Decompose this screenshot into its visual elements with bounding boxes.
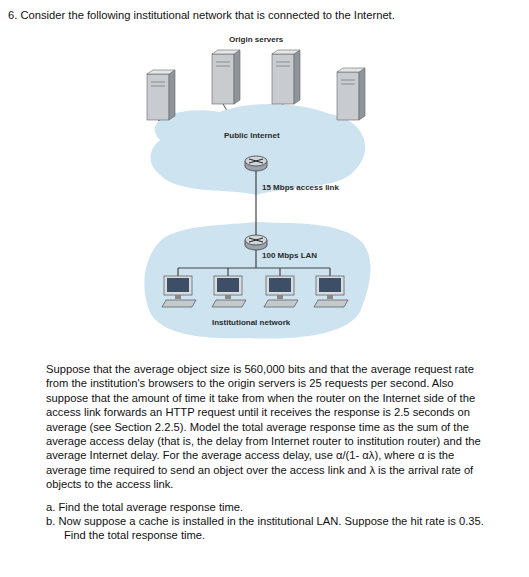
router-top [245,156,267,166]
body-paragraph: Suppose that the average object size is … [46,362,484,492]
question-item: b. Now suppose a cache is installed in t… [46,514,484,543]
group-label: Origin servers [229,35,283,44]
server-symbol [272,50,300,104]
server-front [212,54,234,104]
stand [277,295,283,299]
link-stub [255,222,256,236]
server-top [337,68,365,72]
lan-bus [178,268,330,276]
lan-drop [177,268,178,276]
router-mark [249,238,263,242]
server-front [337,72,359,120]
lan-stub [255,250,256,268]
text-column: Suppose that the average object size is … [46,362,484,543]
monitor [164,276,192,295]
router-mark [249,238,263,242]
router-top [245,235,267,245]
screen [269,278,291,292]
router-mark [249,159,263,163]
router-stubs [255,171,256,268]
keyboard [212,300,246,307]
link-stub [255,171,256,195]
lan-drop [329,268,330,276]
router-symbol [245,156,267,171]
monitor [266,276,294,295]
region-shape [144,222,370,339]
server-side [294,50,300,104]
region-shape [151,104,366,195]
server-slot [341,80,355,81]
server-symbol [212,50,240,104]
lan-drop [227,268,228,276]
server-front [147,74,169,120]
keyboard [264,300,298,307]
screen [217,278,239,292]
server-slot [151,82,165,83]
lan-drop [279,268,280,276]
region-label: Institutional network [212,318,290,327]
link-label: 15 Mbps access link [262,183,339,192]
link-label: 100 Mbps LAN [262,251,317,260]
lan-wire [178,267,330,268]
server-slot [276,62,290,63]
server-symbol [337,68,365,120]
monitor [214,276,242,295]
server-slot [151,86,165,87]
stand [175,295,181,299]
server-slot [276,66,290,67]
server-slot [216,66,230,67]
server-top [147,70,175,74]
server-symbol [147,70,175,120]
computer-symbol [212,276,246,307]
router-symbol [245,235,267,250]
stand [225,295,231,299]
server-slot [216,62,230,63]
keyboard [162,300,196,307]
computer-symbol [162,276,196,307]
server-side [234,50,240,104]
server-front [272,54,294,104]
screen [167,278,189,292]
computer-symbol [314,276,348,307]
server-slot [341,84,355,85]
monitor [316,276,344,295]
computer-symbol [264,276,298,307]
server-side [359,68,365,120]
server-top [272,50,300,54]
keyboard [314,300,348,307]
router-mark [249,159,263,163]
screen [319,278,341,292]
access-link [255,195,256,222]
server-top [212,50,240,54]
server-side [169,70,175,120]
stand [327,295,333,299]
question-item: a. Find the total average response time. [46,500,484,514]
region-label: Public Internet [224,131,280,140]
question-text: 6. Consider the following institutional … [8,8,395,22]
